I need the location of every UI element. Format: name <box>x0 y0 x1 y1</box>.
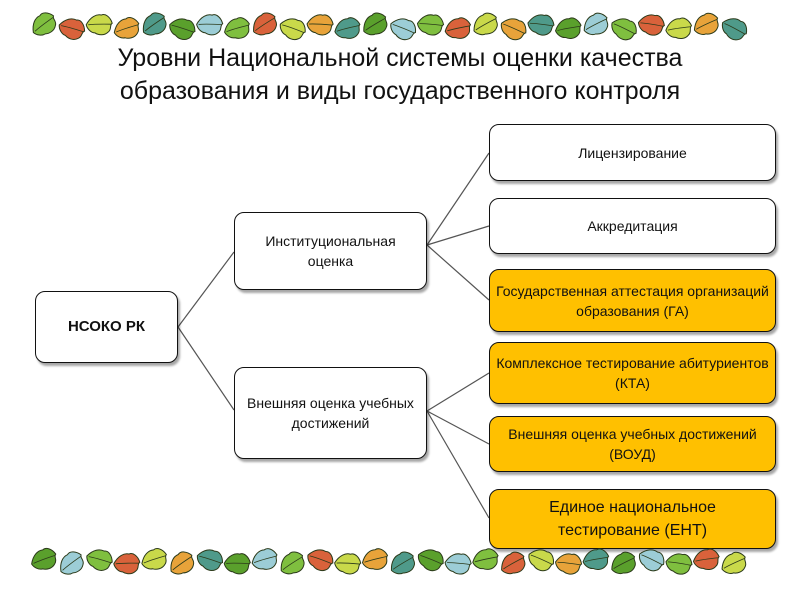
node-state-attestation-label: Государственная аттестация организаций о… <box>496 282 769 319</box>
node-ent-label: Единое национальное тестирование (ЕНТ) <box>549 499 716 539</box>
node-licensing: Лицензирование <box>489 124 776 181</box>
leaf-icon <box>85 14 113 36</box>
leaf-icon <box>196 14 224 36</box>
leaf-icon <box>60 551 84 575</box>
leaf-icon <box>417 549 444 572</box>
leaf-icon <box>280 551 305 575</box>
leaf-icon <box>692 548 720 571</box>
node-institutional-label: Институциональная оценка <box>265 233 396 269</box>
node-kta: Комплексное тестирование абитуриентов (К… <box>489 342 776 404</box>
node-state-attestation: Государственная аттестация организаций о… <box>489 269 776 332</box>
connector-institutional-attestation <box>426 244 490 301</box>
leaf-icon <box>583 12 609 36</box>
leaf-icon <box>307 549 334 572</box>
leaf-icon <box>32 12 57 36</box>
leaf-icon <box>693 12 719 35</box>
leaf-icon <box>444 17 472 39</box>
leaf-icon <box>113 553 141 575</box>
leaf-icon <box>334 553 362 575</box>
leaf-icon <box>501 551 526 575</box>
connector-external-ent <box>426 410 490 519</box>
leaf-icon <box>58 18 86 40</box>
connector-institutional-accreditation <box>426 225 490 246</box>
leaf-icon <box>334 17 361 39</box>
leaf-icon <box>665 17 693 40</box>
leaf-icon <box>390 18 417 41</box>
leaf-icon <box>223 553 251 575</box>
leaf-icon <box>224 17 250 39</box>
leaf-icon <box>721 551 747 574</box>
leaf-icon <box>31 547 57 570</box>
leaf-icon <box>582 548 610 570</box>
leaf-icon <box>473 12 498 36</box>
node-root-label: НСОКО РК <box>67 318 146 335</box>
node-accreditation: Аккредитация <box>489 198 776 254</box>
leaf-icon <box>86 549 113 571</box>
leaf-icon <box>196 549 224 572</box>
leaf-icon <box>416 14 445 36</box>
node-external-assessment: Внешняя оценка учебных достижений <box>234 367 427 459</box>
leaf-icon <box>113 17 140 39</box>
connector-external-kta <box>426 372 490 412</box>
title-line-2: образования и виды государственного конт… <box>119 77 681 105</box>
leaf-icon <box>306 14 334 36</box>
leaf-icon <box>500 18 527 41</box>
node-voud-label: Внешняя оценка учебных достижений (ВОУД) <box>508 426 757 462</box>
leaf-icon <box>554 17 582 39</box>
leaf-icon <box>141 548 167 570</box>
node-institutional-assessment: Институциональная оценка <box>234 212 427 290</box>
leaf-icon <box>390 551 416 575</box>
leaf-icon <box>665 553 693 575</box>
leaf-icon <box>279 18 306 41</box>
leaf-icon <box>253 12 278 36</box>
leaf-icon <box>472 548 499 570</box>
node-accreditation-label: Аккредитация <box>587 218 678 234</box>
leaf-icon <box>637 14 665 36</box>
leaf-icon <box>361 548 389 570</box>
leaf-icon <box>611 551 636 575</box>
leaf-icon <box>170 551 195 575</box>
decorative-leaf-border-top <box>32 12 748 41</box>
node-licensing-label: Лицензирование <box>578 144 687 161</box>
connector-root-external <box>177 326 235 411</box>
leaf-icon <box>611 18 637 41</box>
connector-root-institutional <box>177 251 235 328</box>
leaf-icon <box>527 14 555 36</box>
title-line-1: Уровни Национальной системы оценки качес… <box>117 44 683 72</box>
connector-external-voud <box>426 410 490 445</box>
page-title: Уровни Национальной системы оценки качес… <box>40 42 760 108</box>
leaf-icon <box>142 12 167 36</box>
leaf-icon <box>169 18 196 41</box>
node-ent: Единое национальное тестирование (ЕНТ) <box>489 489 776 549</box>
node-root-nsoko: НСОКО РК <box>35 291 178 363</box>
leaf-icon <box>555 553 583 575</box>
leaf-icon <box>363 12 388 36</box>
leaf-icon <box>638 549 665 572</box>
leaf-icon <box>444 553 472 575</box>
decorative-leaf-border-bottom <box>31 547 747 575</box>
connector-institutional-licensing <box>426 152 490 246</box>
leaf-icon <box>251 548 278 570</box>
node-external-label: Внешняя оценка учебных достижений <box>247 395 414 431</box>
node-kta-label: Комплексное тестирование абитуриентов (К… <box>496 355 769 391</box>
leaf-icon <box>528 549 555 572</box>
leaf-icon <box>721 18 748 41</box>
node-voud: Внешняя оценка учебных достижений (ВОУД) <box>489 416 776 472</box>
